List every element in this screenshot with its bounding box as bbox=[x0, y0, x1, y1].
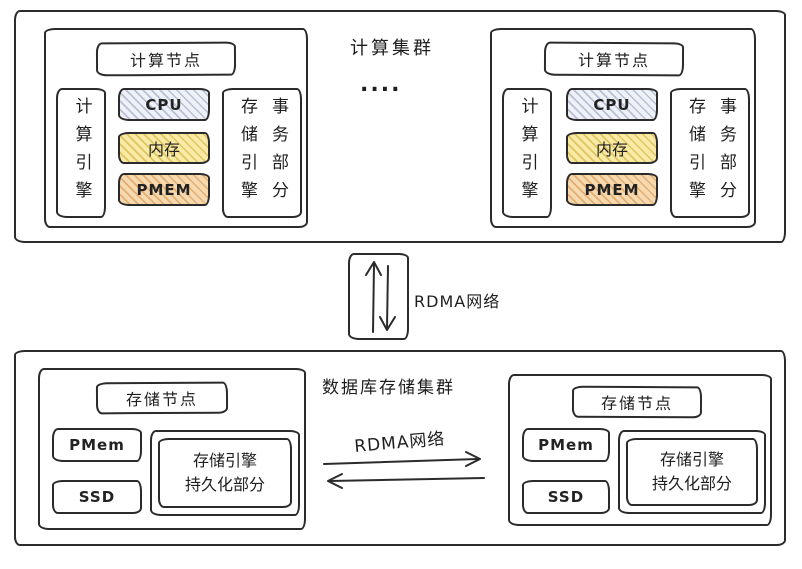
compute-node-title-label: 计算节点 bbox=[129, 50, 203, 71]
storage-node-title-label: 存储节点 bbox=[600, 393, 674, 414]
compute-node-title: 计算节点 bbox=[95, 41, 237, 77]
persistence-inner-box: 存储引擎 持久化部分 bbox=[158, 438, 292, 508]
pmem-chip-label: PMem bbox=[538, 436, 594, 454]
compute-node-title: 计算节点 bbox=[543, 41, 685, 77]
transaction-part-vertical-label: 事务部分 bbox=[716, 97, 736, 209]
storage-node: 存储节点 PMem SSD 存储引擎 持久化部分 bbox=[38, 368, 306, 530]
storage-engine-transaction-box: 存储引擎 事务部分 bbox=[222, 88, 302, 218]
persistence-outer-box: 存储引擎 持久化部分 bbox=[618, 430, 766, 514]
memory-label: 内存 bbox=[595, 140, 628, 159]
pmem-label: PMEM bbox=[136, 180, 192, 199]
storage-engine-vertical-label: 存储引擎 bbox=[237, 97, 257, 209]
compute-engine-box: 计算引擎 bbox=[56, 88, 106, 218]
ssd-box: SSD bbox=[522, 480, 610, 514]
storage-cluster-label: 数据库存储集群 bbox=[322, 378, 455, 398]
cpu-box: CPU bbox=[118, 88, 210, 121]
memory-box: 内存 bbox=[118, 132, 210, 164]
vertical-double-arrow-icon bbox=[364, 260, 396, 333]
rdma-network-label-vertical: RDMA网络 bbox=[414, 292, 501, 311]
storage-cluster-box: 数据库存储集群 RDMA网络 存储节点 PMem SSD 存储 bbox=[14, 350, 786, 546]
ellipsis-label: .... bbox=[360, 72, 402, 97]
pmem-box: PMEM bbox=[566, 173, 658, 206]
compute-engine-label: 计算引擎 bbox=[517, 97, 538, 209]
storage-engine-line1: 存储引擎 bbox=[192, 451, 257, 470]
ssd-box: SSD bbox=[52, 480, 142, 514]
compute-node-title-label: 计算节点 bbox=[577, 50, 651, 71]
compute-node: 计算节点 计算引擎 CPU 内存 PMEM 存储引擎 事务部分 bbox=[44, 28, 308, 228]
storage-engine-vertical-label: 存储引擎 bbox=[685, 97, 705, 209]
storage-engine-line2: 持久化部分 bbox=[651, 474, 732, 493]
memory-box: 内存 bbox=[566, 132, 658, 164]
pmem-chip-box: PMem bbox=[522, 428, 610, 462]
storage-engine-line2: 持久化部分 bbox=[184, 475, 265, 494]
ssd-label: SSD bbox=[78, 488, 116, 506]
pmem-chip-box: PMem bbox=[52, 428, 142, 462]
transaction-part-vertical-label: 事务部分 bbox=[268, 97, 288, 209]
cpu-box: CPU bbox=[566, 88, 658, 121]
horizontal-double-arrow-icon bbox=[323, 451, 485, 489]
compute-cluster-label: 计算集群 bbox=[350, 38, 434, 59]
storage-engine-line1: 存储引擎 bbox=[659, 450, 724, 469]
storage-engine-transaction-box: 存储引擎 事务部分 bbox=[670, 88, 750, 218]
storage-node-title: 存储节点 bbox=[95, 381, 229, 415]
storage-node-title: 存储节点 bbox=[571, 385, 703, 419]
memory-label: 内存 bbox=[147, 140, 180, 159]
compute-node: 计算节点 计算引擎 CPU 内存 PMEM 存储引擎 事务部分 bbox=[490, 28, 756, 228]
pmem-label: PMEM bbox=[584, 180, 640, 199]
pmem-box: PMEM bbox=[118, 173, 210, 206]
compute-engine-box: 计算引擎 bbox=[502, 88, 552, 218]
compute-engine-label: 计算引擎 bbox=[71, 97, 92, 209]
persistence-outer-box: 存储引擎 持久化部分 bbox=[150, 430, 300, 516]
ssd-label: SSD bbox=[547, 488, 585, 506]
compute-cluster-box: 计算集群 .... 计算节点 计算引擎 CPU 内存 PMEM 存储引擎 事务部… bbox=[14, 10, 786, 243]
storage-node-title-label: 存储节点 bbox=[125, 389, 199, 410]
pmem-chip-label: PMem bbox=[69, 436, 125, 454]
rdma-vertical-connector-box bbox=[348, 253, 409, 340]
storage-node: 存储节点 PMem SSD 存储引擎 持久化部分 bbox=[508, 374, 772, 526]
cpu-label: CPU bbox=[145, 95, 183, 114]
cpu-label: CPU bbox=[593, 95, 631, 114]
persistence-inner-box: 存储引擎 持久化部分 bbox=[626, 438, 758, 506]
